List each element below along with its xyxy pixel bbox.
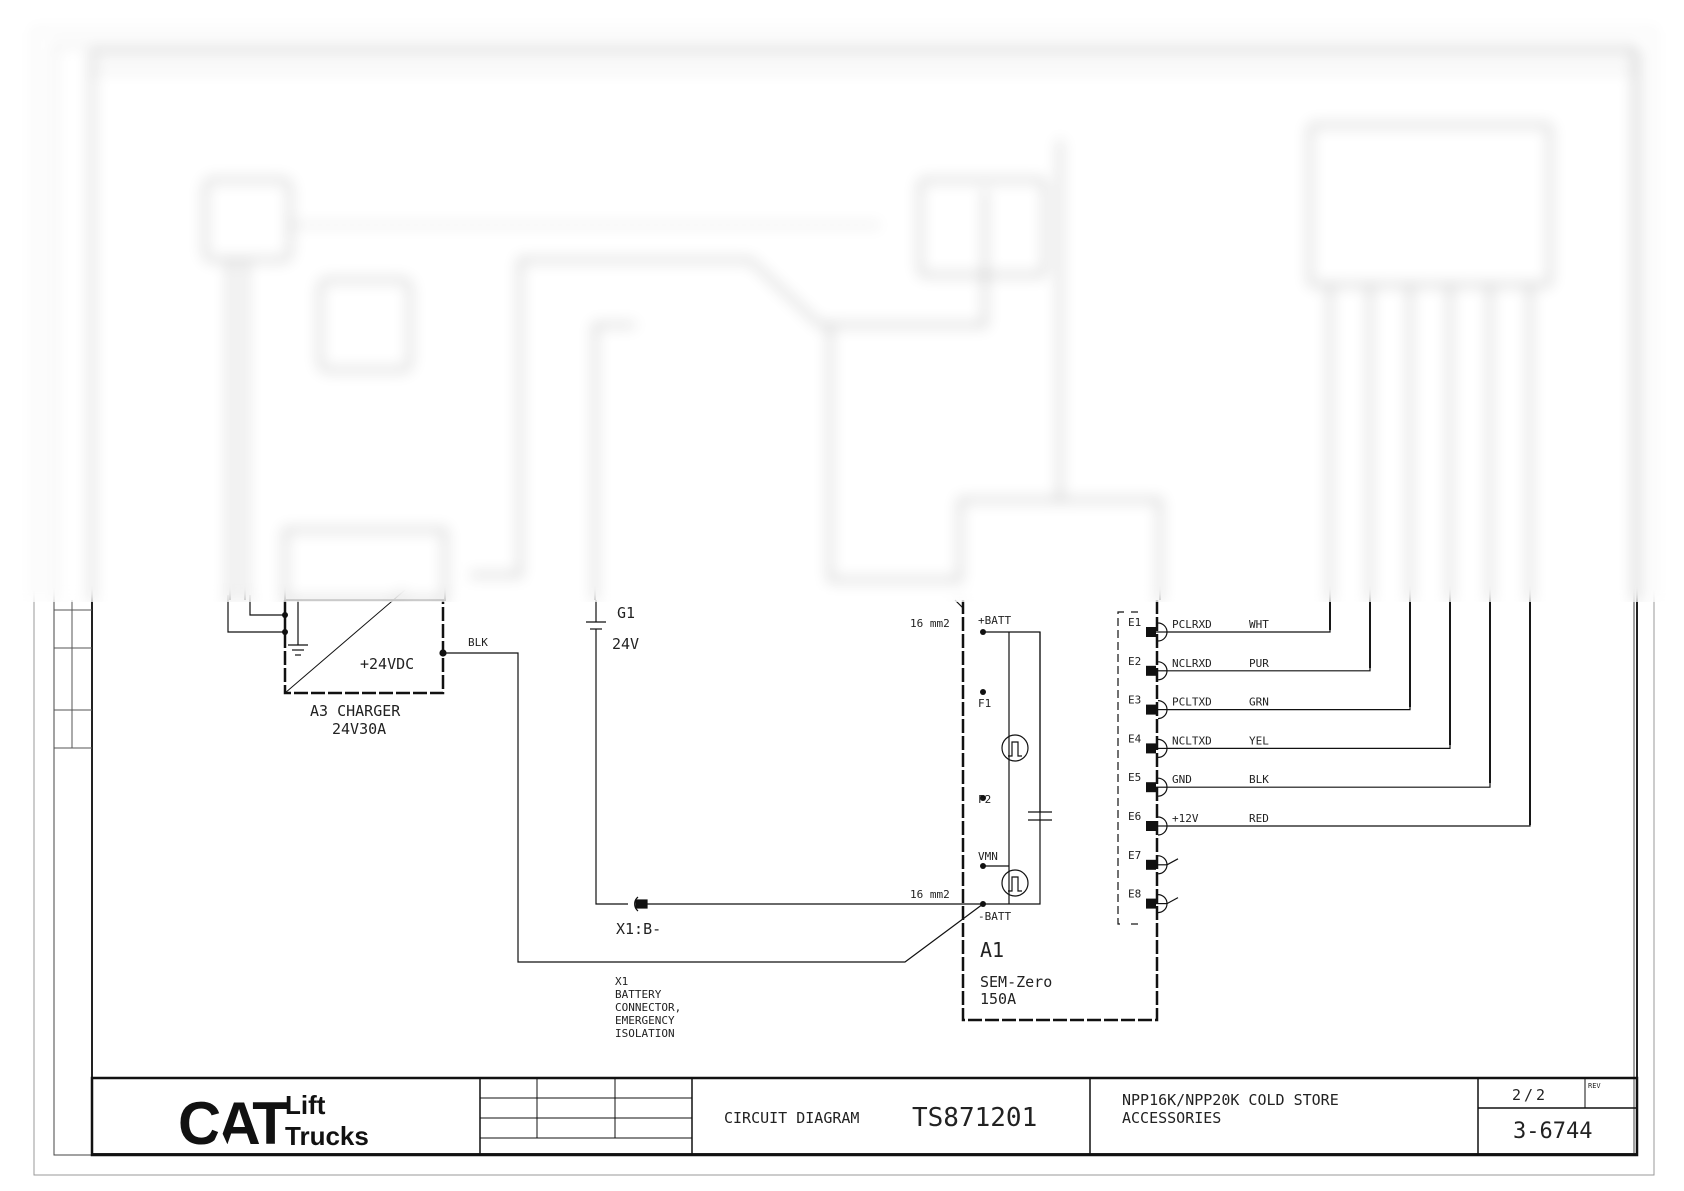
terminal-id: E6 xyxy=(1128,810,1141,823)
terminal-e8: E8 xyxy=(1128,888,1179,914)
pin-vmn: VMN xyxy=(978,850,998,863)
controller-rating: 150A xyxy=(980,990,1016,1008)
terminal-signal: PCLRXD xyxy=(1172,618,1212,631)
terminal-id: E4 xyxy=(1128,732,1142,745)
terminal-pin xyxy=(1146,782,1156,793)
terminal-e6: E6 +12V RED xyxy=(1128,600,1531,836)
logo-line1: Lift xyxy=(285,1090,326,1120)
terminal-e2: E2 NCLRXD PUR xyxy=(1128,600,1371,681)
sheet-number: 2/2 xyxy=(1512,1086,1548,1104)
controller-model: SEM-Zero xyxy=(980,973,1052,991)
terminal-signal: +12V xyxy=(1172,812,1199,825)
terminal-pin xyxy=(1146,821,1156,831)
pin-f1: F1 xyxy=(978,697,991,710)
rev-label: REV xyxy=(1588,1082,1601,1090)
description-line-1: NPP16K/NPP20K COLD STORE xyxy=(1122,1091,1339,1109)
battery-g1 xyxy=(586,600,983,912)
terminal-wire xyxy=(1167,600,1411,711)
wire-size-bottom: 16 mm2 xyxy=(910,888,950,901)
drawing-number: 3-6744 xyxy=(1513,1119,1592,1144)
charger-wire-color: BLK xyxy=(468,636,488,649)
terminal-open-stub xyxy=(1166,858,1179,866)
charger-a3: +24VDC A3 CHARGER 24V30A xyxy=(227,589,445,738)
terminal-pin xyxy=(1146,704,1156,715)
terminal-wire xyxy=(1167,600,1491,788)
terminal-e1: E1 PCLRXD WHT xyxy=(1128,600,1331,642)
terminal-wire xyxy=(1167,600,1531,827)
terminal-wire xyxy=(1167,600,1331,633)
charger-neg-wire xyxy=(439,649,984,963)
terminal-color: BLK xyxy=(1249,773,1269,786)
terminal-id: E1 xyxy=(1128,616,1141,629)
terminal-pin xyxy=(1146,665,1156,676)
title-block xyxy=(90,1076,1639,1157)
connector-note-line-3: CONNECTOR, xyxy=(615,1001,681,1014)
connector-note: X1 BATTERY CONNECTOR, EMERGENCY ISOLATIO… xyxy=(615,975,681,1040)
logo-line2: Trucks xyxy=(285,1121,369,1151)
battery-name: G1 xyxy=(617,604,635,622)
terminal-block: E1 PCLRXD WHT E2 NCLRXD PUR E3 PCLTXD GRN E4 NCLTX… xyxy=(1117,600,1531,925)
terminal-signal: NCLRXD xyxy=(1172,657,1212,670)
terminal-color: GRN xyxy=(1249,696,1269,709)
terminal-id: E8 xyxy=(1128,888,1141,901)
terminal-e4: E4 NCLTXD YEL xyxy=(1128,600,1451,758)
terminal-signal: GND xyxy=(1172,773,1192,786)
terminal-id: E2 xyxy=(1128,655,1141,668)
terminal-pin xyxy=(1146,627,1156,637)
terminal-e3: E3 PCLTXD GRN xyxy=(1128,600,1411,720)
description-line-2: ACCESSORIES xyxy=(1122,1109,1221,1127)
wire-size-top: 16 mm2 xyxy=(910,617,950,630)
terminal-e5: E5 GND BLK xyxy=(1128,600,1491,797)
doc-type: CIRCUIT DIAGRAM xyxy=(724,1109,859,1127)
terminal-signal: PCLTXD xyxy=(1172,696,1212,709)
terminal-id: E5 xyxy=(1128,771,1141,784)
charger-name-label: A3 CHARGER xyxy=(310,702,401,720)
connector-note-line-1: X1 xyxy=(615,975,628,988)
connector-note-line-4: EMERGENCY xyxy=(615,1014,675,1027)
terminal-id: E7 xyxy=(1128,849,1141,862)
doc-number: TS871201 xyxy=(912,1103,1037,1133)
pin-batt-neg: -BATT xyxy=(978,910,1011,923)
terminal-pin xyxy=(1146,743,1156,754)
terminal-e7: E7 xyxy=(1128,849,1179,875)
terminal-color: RED xyxy=(1249,812,1269,825)
connector-note-line-2: BATTERY xyxy=(615,988,662,1001)
pin-batt-pos: +BATT xyxy=(978,614,1011,627)
terminal-signal: NCLTXD xyxy=(1172,734,1212,747)
cat-logo: CAT Lift Trucks xyxy=(178,1090,369,1157)
connector-name: X1:B- xyxy=(616,920,661,938)
logo-triangle xyxy=(210,1128,230,1150)
pin-f2: F2 xyxy=(978,793,991,806)
terminal-color: PUR xyxy=(1249,657,1269,670)
controller-name: A1 xyxy=(980,938,1004,962)
logo-brand: CAT xyxy=(178,1090,288,1157)
terminal-open-stub xyxy=(1166,897,1179,905)
controller-a1: +BATT F1 F2 VMN -BATT 16 mm2 16 mm2 A1 S… xyxy=(910,599,1159,1022)
terminal-color: YEL xyxy=(1249,734,1269,747)
battery-voltage: 24V xyxy=(612,635,639,653)
terminal-pin xyxy=(1146,859,1156,870)
terminal-pin xyxy=(1146,898,1156,909)
terminal-wire xyxy=(1167,600,1451,750)
terminal-id: E3 xyxy=(1128,694,1141,707)
terminal-color: WHT xyxy=(1249,618,1269,631)
charger-output-label: +24VDC xyxy=(360,655,414,673)
charger-rating-label: 24V30A xyxy=(332,720,386,738)
upper-diagram xyxy=(204,124,1551,825)
connector-note-line-5: ISOLATION xyxy=(615,1027,675,1040)
terminal-wire xyxy=(1167,600,1371,672)
